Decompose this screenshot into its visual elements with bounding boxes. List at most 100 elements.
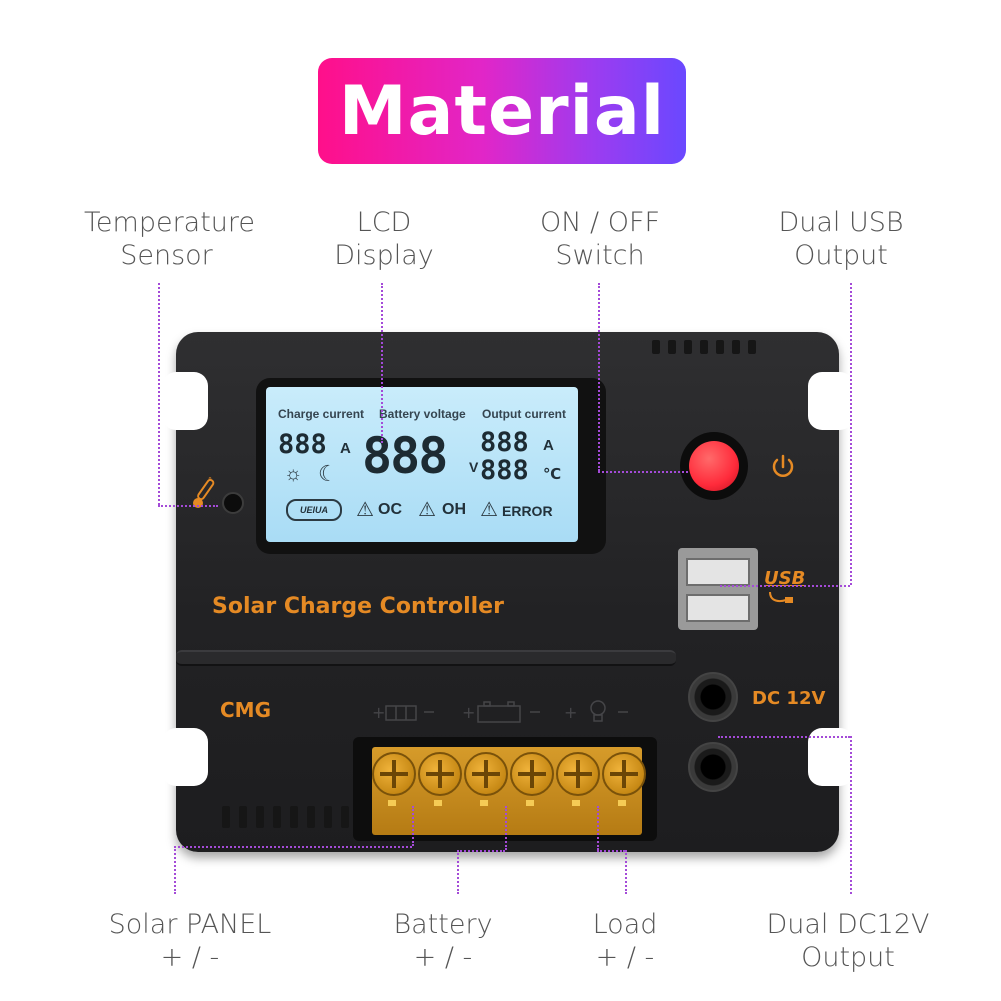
dc-12v-label: DC 12V [752, 688, 826, 709]
wire-hole [480, 800, 488, 806]
leader-line [597, 850, 625, 852]
callout-dual-usb: Dual USB Output [770, 206, 912, 272]
mount-notch [162, 372, 208, 430]
lcd-battery-voltage-digits: 888 [362, 427, 448, 485]
bottom-vents [222, 806, 366, 828]
callout-load: Load + / - [580, 908, 670, 974]
callout-line-1: Temperature [84, 207, 256, 238]
vent-slot [684, 340, 692, 354]
leader-line [598, 471, 688, 473]
lcd-unit-v: V [469, 459, 479, 475]
callout-on-off-switch: ON / OFF Switch [530, 206, 670, 272]
lcd-unit-a: A [340, 440, 351, 457]
callout-line-1: Battery [393, 909, 493, 940]
solar-positive-terminal[interactable] [372, 752, 416, 796]
wire-hole [526, 800, 534, 806]
leader-line [457, 850, 505, 852]
wire-hole [572, 800, 580, 806]
callout-line-2: + / - [595, 942, 655, 973]
power-icon [768, 452, 798, 482]
lcd-oh-indicator: OH [442, 501, 466, 518]
callout-line-1: ON / OFF [539, 207, 661, 238]
battery-negative-terminal[interactable] [510, 752, 554, 796]
vent-slot [716, 340, 724, 354]
page-title: Material [338, 71, 666, 151]
callout-line-2: Switch [555, 240, 645, 271]
vent-slot [668, 340, 676, 354]
dc-jack-2[interactable] [688, 742, 738, 792]
lcd-charge-current-digits: 888 [278, 429, 327, 460]
moon-icon: ☾ [318, 461, 338, 486]
leader-line [850, 736, 852, 894]
callout-solar-panel: Solar PANEL + / - [102, 908, 278, 974]
vent-slot [273, 806, 281, 828]
leader-line [505, 806, 507, 850]
solar-negative-terminal[interactable] [418, 752, 462, 796]
leader-line [158, 283, 160, 505]
load-positive-terminal[interactable] [556, 752, 600, 796]
vent-slot [222, 806, 230, 828]
terminal-wire-holes [372, 800, 642, 806]
lcd-label-output-current: Output current [482, 407, 566, 421]
callout-temperature-sensor: Temperature Sensor [84, 206, 256, 272]
leader-line [412, 806, 414, 846]
callout-dual-dc12v: Dual DC12V Output [758, 908, 938, 974]
callout-line-1: Dual USB [778, 207, 904, 238]
load-negative-terminal[interactable] [602, 752, 646, 796]
usb-label: USB [764, 568, 806, 589]
leader-line [850, 283, 852, 585]
power-button[interactable] [689, 441, 739, 491]
callout-line-2: + / - [413, 942, 473, 973]
lcd-unit-celsius: ℃ [543, 466, 562, 483]
temperature-sensor-port [222, 492, 244, 514]
callout-line-1: LCD [356, 207, 412, 238]
lcd-brand-logo: UEIUA [286, 499, 342, 521]
leader-line [158, 505, 218, 507]
callout-lcd-display: LCD Display [322, 206, 446, 272]
warning-icon: ⚠ [418, 499, 436, 521]
leader-line [597, 806, 599, 850]
usb-port-2[interactable] [686, 594, 750, 622]
sun-icon: ☼ [284, 463, 303, 485]
leader-line [718, 736, 850, 738]
lcd-display: Charge current Battery voltage Output cu… [266, 387, 578, 542]
vent-slot [256, 806, 264, 828]
leader-line [457, 850, 459, 894]
vent-slot [239, 806, 247, 828]
vent-slot [748, 340, 756, 354]
product-name: Solar Charge Controller [212, 594, 504, 619]
leader-line [625, 850, 627, 894]
usb-port-housing [678, 548, 758, 630]
callout-line-2: Sensor [120, 240, 213, 271]
svg-text:+: + [564, 703, 577, 722]
vent-slot [307, 806, 315, 828]
lcd-error-indicator: ERROR [502, 503, 553, 519]
svg-text:+: + [372, 703, 385, 722]
vent-slot [324, 806, 332, 828]
svg-text:°: ° [208, 476, 212, 485]
callout-line-1: Solar PANEL [108, 909, 272, 940]
usb-port-1[interactable] [686, 558, 750, 586]
dc-jack-1[interactable] [688, 672, 738, 722]
leader-line [174, 846, 176, 894]
wire-hole [388, 800, 396, 806]
leader-line [381, 283, 383, 443]
vent-slot [700, 340, 708, 354]
body-groove [176, 650, 676, 666]
callout-line-2: Output [801, 942, 895, 973]
callout-line-2: + / - [160, 942, 220, 973]
lcd-unit-a: A [543, 437, 554, 454]
leader-line [598, 283, 600, 471]
lcd-label-battery-voltage: Battery voltage [379, 407, 466, 421]
battery-positive-terminal[interactable] [464, 752, 508, 796]
lcd-label-charge-current: Charge current [278, 407, 365, 421]
warning-icon: ⚠ [480, 499, 498, 521]
lcd-output-current-digits: 888 [480, 427, 529, 458]
vent-slot [290, 806, 298, 828]
callout-line-2: Output [794, 240, 888, 271]
title-badge: Material [318, 58, 686, 164]
svg-text:+: + [462, 703, 475, 722]
callout-line-2: Display [334, 240, 434, 271]
terminal-icons-row: + + + [372, 696, 642, 726]
wire-hole [434, 800, 442, 806]
